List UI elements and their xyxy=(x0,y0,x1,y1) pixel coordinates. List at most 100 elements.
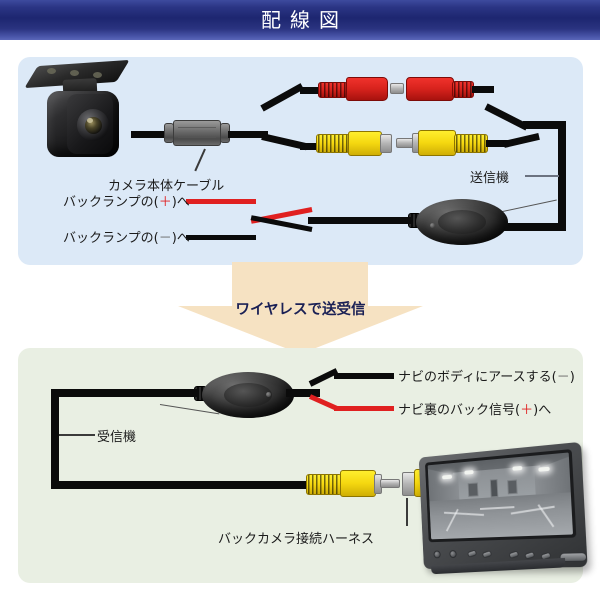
monitor-button[interactable] xyxy=(481,549,493,559)
screen-floor xyxy=(429,492,573,540)
receiver-left-vertical xyxy=(51,389,59,489)
nav-back-signal-wire xyxy=(334,406,394,411)
receiver-leader-line xyxy=(59,434,95,436)
trunk-bottom-horizontal xyxy=(488,223,566,231)
paren-open: ( xyxy=(515,403,521,418)
power-cable-run xyxy=(472,86,494,93)
branch-to-power-connector xyxy=(260,83,304,112)
minus-symbol: － xyxy=(556,370,570,385)
ceiling-light xyxy=(512,465,523,471)
receiver-rca-ribs xyxy=(308,475,340,494)
backlamp-negative-wire xyxy=(186,235,256,240)
camera-lens-glint xyxy=(87,118,93,123)
splice-seam xyxy=(178,127,216,128)
screen-doorway xyxy=(467,482,479,497)
monitor-screen xyxy=(427,452,573,540)
monitor-shell xyxy=(418,441,588,569)
receiver-module-dish xyxy=(224,383,272,407)
ceiling-light xyxy=(464,470,474,475)
trunk-top-horizontal xyxy=(523,121,566,129)
nav-back-signal-suffix: へ xyxy=(538,403,552,418)
screen-doorway xyxy=(507,479,518,495)
minus-symbol: － xyxy=(158,231,172,246)
nav-back-signal-prefix: ナビ裏のバック信号 xyxy=(398,403,516,418)
nav-ground-label: ナビのボディにアースする(－) xyxy=(398,366,575,385)
paren-close: ) xyxy=(569,370,575,385)
backlamp-negative-suffix: へ xyxy=(176,231,190,246)
transmitter-led xyxy=(430,223,435,228)
backlamp-positive-label: バックランプの(＋)へ xyxy=(63,191,190,210)
transmitter-panel: 送信機 カメラ本体ケーブル バックランプの(＋)へ バックランプの(－)へ xyxy=(18,57,583,265)
transmitter-module-dish xyxy=(438,210,486,234)
paren-open: ( xyxy=(153,195,159,210)
video-cable-up xyxy=(503,132,540,148)
splice-seam xyxy=(178,137,216,138)
wireless-transmission-arrow: ワイヤレスで送受信 xyxy=(178,262,423,354)
rear-camera-module xyxy=(24,59,130,163)
paren-close: ) xyxy=(171,195,177,210)
monitor-knob[interactable] xyxy=(449,550,457,559)
camera-tail-cable xyxy=(131,131,171,138)
receiver-rca-housing xyxy=(340,470,376,497)
harness-label: バックカメラ接続ハーネス xyxy=(218,532,375,547)
nav-ground-wire xyxy=(334,373,394,379)
backlamp-negative-prefix: バックランプの xyxy=(63,231,154,246)
paren-open: ( xyxy=(153,231,159,246)
rca-male-ribs xyxy=(456,135,486,152)
plus-symbol: ＋ xyxy=(158,195,172,210)
rca-female-sleeve xyxy=(380,134,392,153)
transmitter-power-trunk xyxy=(308,217,412,224)
page-header: 配線図 xyxy=(0,0,600,40)
video-cable-run xyxy=(486,140,508,147)
power-branch-straight xyxy=(300,87,320,94)
trunk-right-vertical xyxy=(558,121,566,231)
backlamp-negative-label: バックランプの(－)へ xyxy=(63,227,190,246)
dc-male-ribs xyxy=(454,82,472,97)
bracket-hole xyxy=(70,70,79,76)
monitor-bezel xyxy=(424,449,577,543)
receiver-left-horizontal xyxy=(51,389,199,397)
monitor-button[interactable] xyxy=(524,550,536,560)
camera-cable-leader-line xyxy=(194,148,206,172)
dc-female-socket-pin xyxy=(390,83,404,94)
monitor-button[interactable] xyxy=(508,550,520,560)
paren-open: ( xyxy=(551,370,557,385)
nav-back-signal-label: ナビ裏のバック信号(＋)へ xyxy=(398,399,551,418)
camera-cable-splice xyxy=(173,120,221,146)
bracket-hole xyxy=(93,72,102,78)
backlamp-positive-wire xyxy=(186,199,256,204)
paren-close: ) xyxy=(533,403,539,418)
transmitter-antenna xyxy=(497,199,557,213)
screen-door xyxy=(489,479,499,498)
dc-female-housing xyxy=(346,77,388,101)
camera-cable-label: カメラ本体ケーブル xyxy=(108,179,225,194)
splice-output-cable xyxy=(228,131,268,138)
receiver-led xyxy=(266,392,271,397)
nav-ground-prefix: ナビのボディにアースする xyxy=(398,370,552,385)
paren-close: ) xyxy=(171,231,177,246)
receiver-rca-center-pin xyxy=(380,479,400,488)
rca-female-ribs xyxy=(318,135,348,152)
harness-leader-line xyxy=(406,498,408,526)
video-branch-straight xyxy=(300,143,320,150)
page-title: 配線図 xyxy=(261,8,348,32)
monitor-button[interactable] xyxy=(466,549,478,558)
dc-male-housing xyxy=(406,77,454,101)
bracket-hole xyxy=(47,68,56,74)
rca-female-housing xyxy=(348,131,382,156)
plus-symbol: ＋ xyxy=(520,403,534,418)
arrow-shaft xyxy=(232,262,368,306)
backlamp-positive-suffix: へ xyxy=(176,195,190,210)
receiver-output-cable xyxy=(286,389,320,397)
rear-view-monitor xyxy=(413,441,588,578)
transmitter-leader-line xyxy=(525,175,559,177)
backlamp-positive-prefix: バックランプの xyxy=(63,195,154,210)
monitor-knob[interactable] xyxy=(433,550,441,559)
receiver-label: 受信機 xyxy=(97,430,137,445)
ceiling-light xyxy=(442,474,453,480)
rca-male-housing xyxy=(418,130,456,156)
wireless-label: ワイヤレスで送受信 xyxy=(235,302,366,318)
power-cable-down xyxy=(484,103,529,131)
receiver-to-rca-horizontal xyxy=(51,481,311,489)
